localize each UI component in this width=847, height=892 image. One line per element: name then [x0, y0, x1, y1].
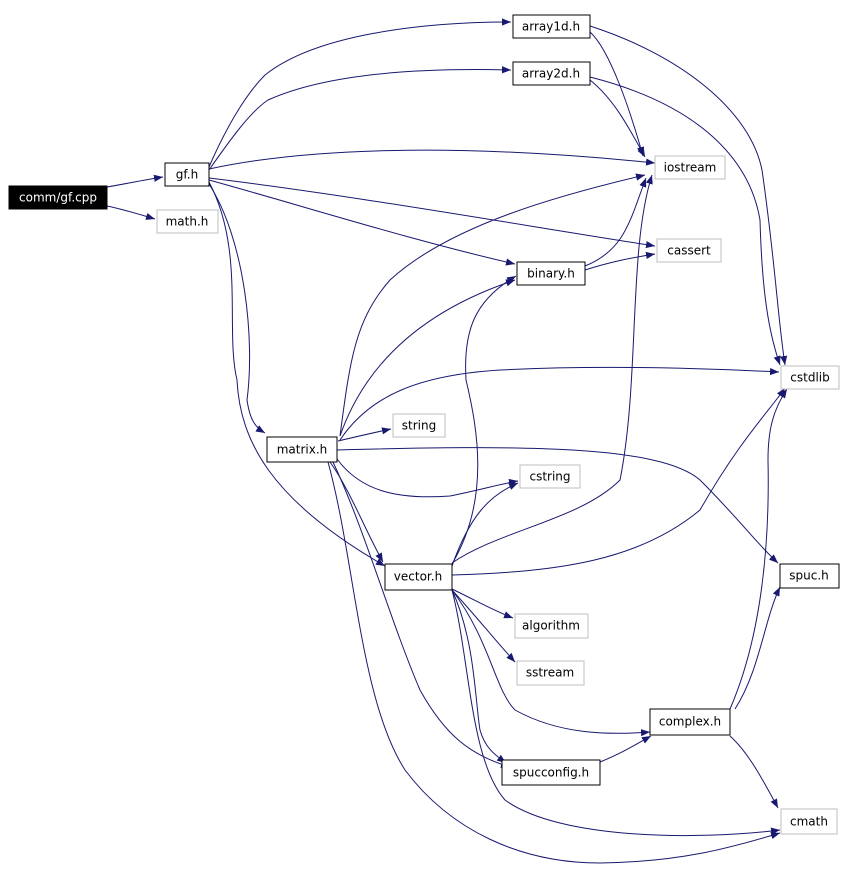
node-label: array1d.h	[522, 20, 580, 34]
node-sstream[interactable]: sstream	[516, 660, 585, 686]
node-box	[266, 436, 338, 463]
node-label: complex.h	[659, 715, 721, 729]
node-cmath[interactable]: cmath	[780, 808, 838, 835]
edge-gf-iostream	[208, 149, 656, 170]
edge-vector-cstring	[451, 482, 519, 567]
edge-matrix-string	[337, 427, 392, 442]
node-cstdlib[interactable]: cstdlib	[780, 365, 840, 390]
node-label: sstream	[526, 666, 574, 680]
edge-matrix-cstring	[336, 458, 519, 498]
edge-vector-spucconfig	[451, 589, 507, 764]
node-cstring[interactable]: cstring	[519, 464, 581, 489]
node-label: math.h	[166, 215, 209, 229]
edge-complex-cmath	[729, 735, 779, 809]
node-label: cassert	[667, 244, 711, 258]
edge-gf-cassert	[208, 177, 656, 249]
node-label: spucconfig.h	[513, 766, 589, 780]
edge-gf-array1d	[208, 18, 512, 168]
node-label: array2d.h	[522, 67, 580, 81]
edge-gf-binary	[208, 179, 516, 266]
node-box	[654, 155, 726, 180]
node-box	[512, 14, 591, 39]
node-label: gf.h	[176, 168, 198, 182]
node-label: matrix.h	[277, 443, 328, 457]
edge-gf-matrix	[208, 183, 266, 434]
node-comm-gf-cpp[interactable]: comm/gf.cpp	[8, 185, 108, 210]
node-label: cstring	[529, 470, 570, 484]
node-gf-h[interactable]: gf.h	[164, 162, 210, 187]
edge-gf-vector	[208, 181, 386, 567]
edge-matrix-cstdlib	[339, 366, 780, 441]
node-box	[779, 563, 840, 589]
node-matrix-h[interactable]: matrix.h	[266, 436, 338, 463]
node-binary-h[interactable]: binary.h	[516, 261, 586, 286]
nodes: comm/gf.cpp gf.h math.h array1d.h array2…	[8, 14, 840, 835]
edge-complex-spuc	[734, 586, 781, 710]
node-algorithm[interactable]: algorithm	[514, 613, 589, 639]
node-box	[516, 660, 585, 686]
node-box	[512, 61, 591, 86]
node-spuc-h[interactable]: spuc.h	[779, 563, 840, 589]
edge-array2d-cstdlib	[589, 76, 781, 366]
node-box	[384, 563, 453, 591]
node-box	[164, 162, 210, 187]
node-iostream[interactable]: iostream	[654, 155, 726, 180]
edge-array2d-iostream	[589, 79, 646, 158]
edge-vector-iostream	[451, 174, 653, 564]
edge-binary-cassert	[584, 251, 656, 271]
node-label: spuc.h	[789, 569, 829, 583]
node-label: comm/gf.cpp	[19, 191, 97, 205]
edge-root-gf	[106, 174, 164, 188]
edge-matrix-vector	[329, 461, 384, 563]
edge-gf-array2d	[208, 66, 512, 171]
node-label: algorithm	[522, 619, 580, 633]
node-vector-h[interactable]: vector.h	[384, 563, 453, 591]
node-box	[8, 185, 108, 210]
node-box	[649, 708, 731, 736]
node-box	[656, 238, 722, 263]
node-box	[780, 808, 838, 835]
node-label: cstdlib	[790, 371, 829, 385]
node-array2d-h[interactable]: array2d.h	[512, 61, 591, 86]
node-box	[519, 464, 581, 489]
edge-binary-iostream	[584, 177, 647, 267]
node-box	[780, 365, 840, 390]
node-math-h[interactable]: math.h	[156, 209, 219, 234]
edge-matrix-iostream	[339, 173, 646, 437]
node-label: iostream	[664, 161, 717, 175]
node-label: string	[402, 419, 436, 433]
node-box	[392, 413, 446, 438]
edge-array1d-iostream	[589, 31, 645, 157]
edge-complex-cstdlib	[729, 388, 788, 710]
node-cassert[interactable]: cassert	[656, 238, 722, 263]
edge-array1d-cstdlib	[589, 25, 788, 366]
node-string[interactable]: string	[392, 413, 446, 438]
edges	[106, 18, 788, 864]
node-box	[514, 613, 589, 639]
edge-matrix-binary	[339, 279, 516, 437]
node-box	[501, 759, 601, 786]
edge-vector-sstream	[451, 589, 516, 663]
edge-root-math	[106, 205, 156, 220]
node-box	[516, 261, 586, 286]
edge-matrix-spucconfig	[332, 461, 511, 768]
edge-matrix-cmath	[327, 461, 781, 864]
edge-vector-cmath	[451, 589, 781, 837]
node-array1d-h[interactable]: array1d.h	[512, 14, 591, 39]
node-label: cmath	[790, 815, 828, 829]
edge-matrix-spuc	[336, 447, 779, 564]
edge-spucconfig-complex	[599, 735, 652, 763]
node-label: binary.h	[527, 267, 575, 281]
edge-vector-complex	[451, 589, 651, 737]
edge-vector-cstdlib	[451, 387, 786, 576]
edge-vector-binary	[451, 275, 517, 565]
edge-vector-algorithm	[451, 588, 514, 619]
node-complex-h[interactable]: complex.h	[649, 708, 731, 736]
node-label: vector.h	[394, 570, 442, 584]
node-box	[156, 209, 219, 234]
node-spucconfig-h[interactable]: spucconfig.h	[501, 759, 601, 786]
